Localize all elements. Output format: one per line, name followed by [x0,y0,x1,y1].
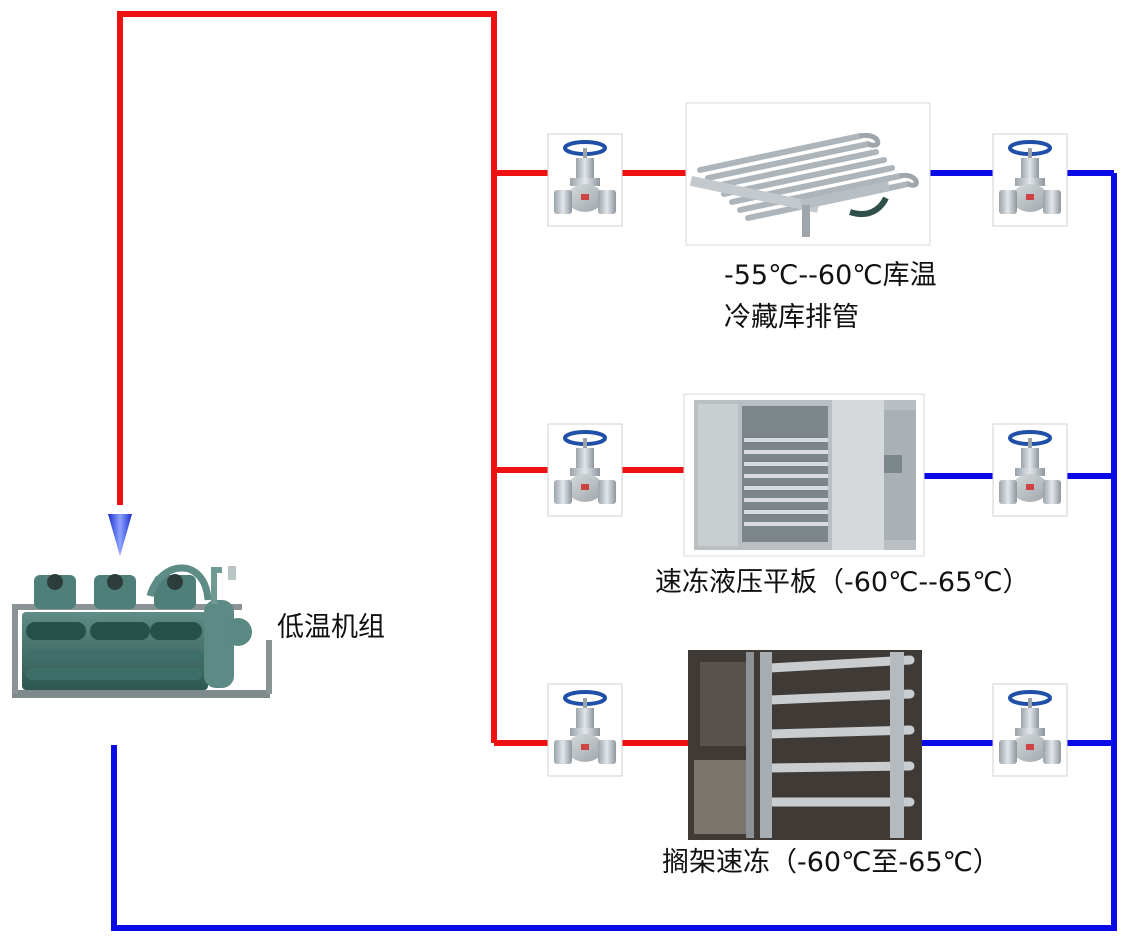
return-main-line [111,173,1117,931]
flow-arrow [108,514,132,556]
valve-icons [547,133,1068,777]
return-lines [111,170,1117,931]
rack-freezer-image [688,650,922,840]
valve-icon [547,683,623,777]
supply-lines [117,11,688,746]
storage-coil-image [685,102,931,246]
rack-freezer-label: 搁架速冻（-60℃至-65℃） [662,847,1000,878]
valve-icon [992,683,1068,777]
compressor-unit-image [12,564,272,698]
valve-icon [992,133,1068,227]
valve-icon [547,133,623,227]
plate-freezer-image [683,393,925,557]
plate-freezer-label: 速冻液压平板（-60℃--65℃） [655,567,1030,598]
storage-coil-label-line-2: 冷藏库排管 [724,302,859,333]
compressor-unit-label: 低温机组 [277,612,385,643]
supply-main-line [117,11,497,743]
valve-icon [992,423,1068,517]
valve-icon [547,423,623,517]
storage-coil-label-line-1: -55℃--60℃库温 [724,260,937,291]
